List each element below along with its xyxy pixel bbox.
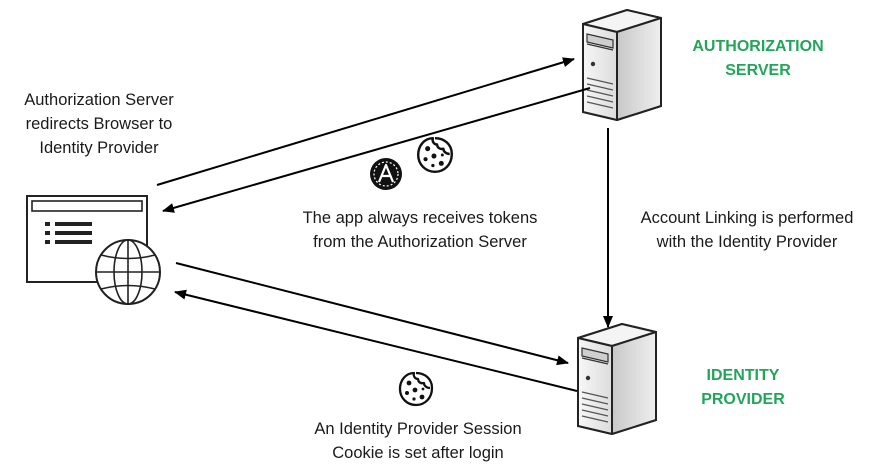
cookie-icon (398, 371, 434, 407)
globe-icon (95, 239, 161, 305)
cookie-icon (416, 136, 454, 174)
token-a-icon (370, 158, 402, 190)
identity-provider-server-icon (577, 323, 657, 435)
identity-provider-title: IDENTITY PROVIDER (701, 367, 785, 408)
authorization-server-title: AUTHORIZATION SERVER (692, 38, 824, 79)
arrow-browser-to-identity-provider (175, 262, 569, 366)
tokens-note: The app always receives tokens from the … (302, 209, 538, 251)
session-cookie-note: An Identity Provider Session Cookie is s… (314, 420, 522, 462)
arrow-browser-to-auth-server (156, 57, 575, 186)
redirect-note: Authorization Server redirects Browser t… (24, 91, 174, 157)
authorization-server-icon (582, 9, 662, 121)
arrow-auth-server-to-browser (162, 87, 591, 213)
browser-window-icon (26, 195, 148, 283)
arrow-identity-provider-to-browser (174, 289, 578, 392)
account-linking-note: Account Linking is performed with the Id… (640, 209, 854, 251)
